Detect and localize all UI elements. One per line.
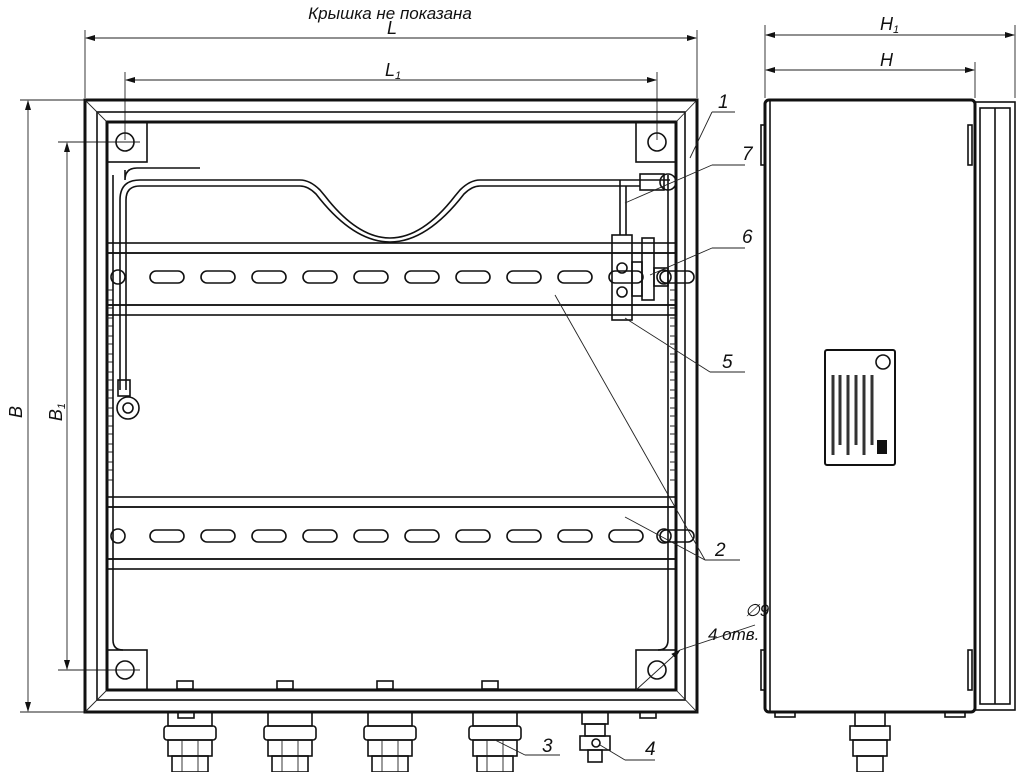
callout-4-label: 4	[645, 739, 656, 760]
callout-6: 6	[649, 227, 753, 276]
mounting-hole-bottom-left	[106, 649, 148, 691]
callout-1-label: 1	[718, 92, 729, 113]
dimension-H1-label: H1	[880, 14, 899, 36]
dimension-B1-label: B1	[46, 403, 68, 421]
dimension-B: B	[6, 99, 95, 713]
din-rail-top	[106, 242, 695, 316]
title-note: Крышка не показана	[308, 4, 472, 23]
perforation	[670, 469, 677, 481]
dimension-H-label: H	[880, 50, 894, 70]
hole-count-note: 4 отв.	[708, 625, 759, 644]
mounting-hole-bottom-right	[635, 649, 677, 691]
rail-slot	[455, 270, 491, 284]
rail-slot	[353, 529, 389, 543]
rail-slot	[506, 529, 542, 543]
callout-2-label: 2	[714, 540, 726, 561]
rail-slot	[302, 529, 338, 543]
rail-slot	[149, 270, 185, 284]
rail-slot	[251, 529, 287, 543]
rail-slot	[557, 270, 593, 284]
gland-boss	[376, 680, 394, 690]
callout-6-label: 6	[742, 227, 753, 248]
callout-2: 2	[554, 294, 740, 561]
cable-gland	[263, 711, 317, 772]
dimension-H: H	[765, 50, 976, 98]
callout-3-label: 3	[542, 736, 553, 757]
perforation	[670, 415, 677, 427]
cable-gland	[363, 711, 417, 772]
dimension-B1: B1	[46, 141, 140, 671]
rail-slot	[251, 270, 287, 284]
rail-slot	[608, 270, 644, 284]
enclosure-front-view	[83, 98, 756, 772]
callout-7: 7	[624, 144, 754, 204]
mounting-hole-top-right	[635, 121, 677, 163]
rail-slot	[455, 529, 491, 543]
rail-slot	[506, 270, 542, 284]
perforation	[670, 325, 677, 337]
rating-plate	[824, 349, 896, 466]
ground-wire	[119, 179, 670, 390]
rail-slot	[557, 529, 593, 543]
dimension-L1: L1	[124, 60, 658, 140]
callout-7-label: 7	[742, 144, 754, 165]
perforation	[670, 361, 677, 373]
cable-gland	[163, 711, 217, 772]
rail-slot	[200, 529, 236, 543]
perforation	[670, 343, 677, 355]
ground-lug-left	[116, 379, 140, 420]
enclosure-side-view	[760, 98, 1016, 772]
callout-1: 1	[689, 92, 735, 159]
perforation	[670, 451, 677, 463]
dimension-H1: H1	[764, 14, 1016, 98]
rail-slot	[302, 270, 338, 284]
perforation	[670, 433, 677, 445]
perforation	[670, 379, 677, 391]
rail-slot	[200, 270, 236, 284]
cable-gland-side	[849, 711, 891, 772]
dimension-L-label: L	[387, 18, 397, 38]
cable-gland-small	[579, 711, 611, 763]
rail-slot	[608, 529, 644, 543]
gland-boss	[481, 680, 499, 690]
gland-boss	[276, 680, 294, 690]
rail-slot	[659, 270, 695, 284]
callout-3: 3	[494, 736, 560, 757]
rail-slot	[404, 529, 440, 543]
dimension-L1-label: L1	[385, 60, 401, 82]
rail-slot	[353, 270, 389, 284]
rail-slot	[149, 529, 185, 543]
dimension-L: L	[84, 18, 698, 98]
cable-gland	[468, 711, 522, 772]
perforation	[670, 397, 677, 409]
callout-5-label: 5	[722, 352, 733, 373]
mounting-hole-top-left	[106, 121, 148, 163]
ground-terminal	[611, 180, 669, 321]
callout-5: 5	[624, 317, 745, 373]
callout-4: 4	[599, 739, 656, 761]
dimension-B-label: B	[6, 406, 26, 418]
gland-boss	[176, 680, 194, 690]
rail-slot	[404, 270, 440, 284]
din-rail-bottom	[106, 496, 695, 570]
ground-bolt-right	[639, 173, 677, 191]
